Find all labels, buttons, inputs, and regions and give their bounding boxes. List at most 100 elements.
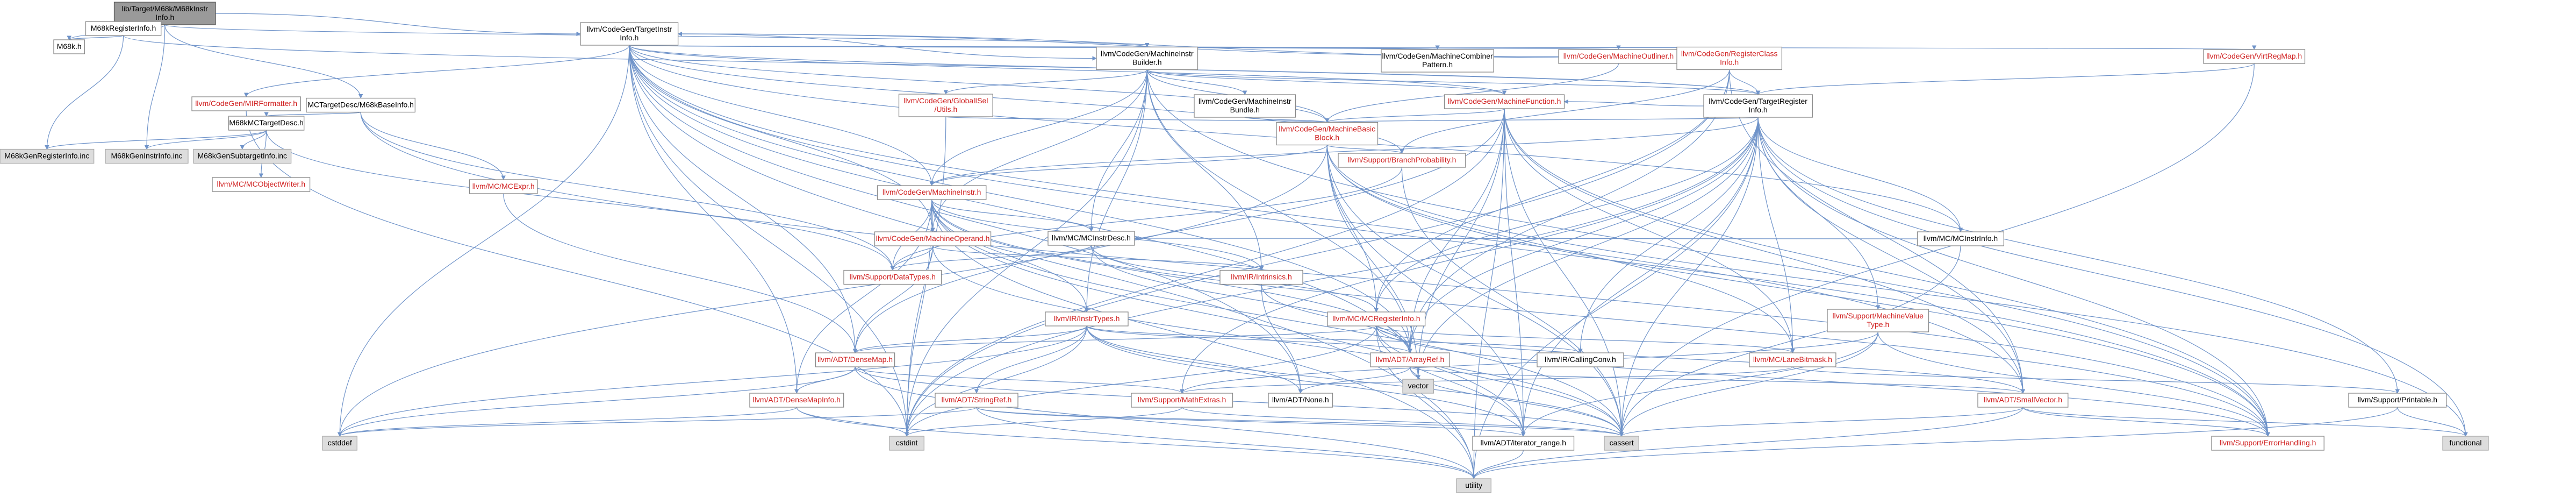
- edge-globalisel-to-mbb: [945, 116, 1329, 123]
- node-label: llvm/CodeGen/GlobalISel: [903, 96, 988, 105]
- graph-node-printable[interactable]: llvm/Support/Printable.h: [2348, 393, 2447, 408]
- edge-densemapinfo-to-cstddef: [338, 407, 797, 437]
- graph-node-intrinsics[interactable]: llvm/IR/Intrinsics.h: [1219, 269, 1303, 285]
- graph-node-mcobjwriter[interactable]: llvm/MC/MCObjectWriter.h: [212, 177, 311, 192]
- node-label: llvm/CodeGen/MachineInstr: [1199, 97, 1291, 105]
- graph-node-arrayref[interactable]: llvm/ADT/ArrayRef.h: [1370, 352, 1450, 367]
- edge-rci-to-smallvector: [1729, 69, 2026, 394]
- node-label: llvm/IR/InstrTypes.h: [1054, 314, 1120, 323]
- node-box: [1676, 46, 1783, 70]
- node-label: M68kGenSubtargetInfo.inc: [198, 152, 288, 160]
- edge-mo-to-intrinsics: [932, 245, 1264, 271]
- node-box: [877, 185, 987, 200]
- edge-rci-to-arrayref: [1408, 69, 1730, 353]
- node-label: MCTargetDesc/M68kBaseInfo.h: [307, 101, 414, 109]
- edge-mirformatter-to-cstdint: [246, 110, 909, 437]
- node-label: llvm/CodeGen/MachineInstr.h: [882, 188, 981, 196]
- edge-tii-to-vrm: [629, 45, 2255, 50]
- graph-node-mirformatter[interactable]: llvm/CodeGen/MIRFormatter.h: [191, 96, 301, 111]
- edge-tri-to-functional: [1757, 117, 2468, 437]
- node-label: M68kRegisterInfo.h: [91, 24, 156, 32]
- graph-node-mctargetdesc[interactable]: M68kMCTargetDesc.h: [228, 116, 305, 131]
- node-label: llvm/CodeGen/MachineOutliner.h: [1563, 52, 1674, 60]
- node-box: [1977, 393, 2069, 408]
- edge-mf-to-lanebitmask: [1504, 108, 1795, 353]
- edge-tii-to-mi: [629, 45, 934, 186]
- edge-tri-to-mathextras: [1180, 117, 1759, 394]
- node-box: [1456, 478, 1491, 493]
- edge-irinstrtypes-to-stringref: [974, 325, 1087, 394]
- edge-mibundle-to-mbb: [1244, 117, 1330, 123]
- graph-node-lanebitmask[interactable]: llvm/MC/LaneBitmask.h: [1749, 352, 1836, 367]
- node-label: Info.h: [1720, 58, 1739, 67]
- graph-node-mf[interactable]: llvm/CodeGen/MachineFunction.h: [1444, 94, 1565, 109]
- graph-node-mathextras[interactable]: llvm/Support/MathExtras.h: [1131, 393, 1233, 408]
- node-label: llvm/CodeGen/MachineFunction.h: [1448, 97, 1561, 105]
- graph-node-densemapinfo[interactable]: llvm/ADT/DenseMapInfo.h: [749, 393, 844, 408]
- graph-node-regh[interactable]: M68kRegisterInfo.h: [85, 21, 162, 36]
- graph-node-irinstrtypes[interactable]: llvm/IR/InstrTypes.h: [1045, 311, 1129, 326]
- edge-mcinstrdesc-to-arrayref: [1090, 245, 1412, 353]
- node-box: [1096, 46, 1199, 70]
- edge-densemapinfo-to-utility: [796, 407, 1476, 479]
- edge-mcbaseinfo-to-datatypes: [360, 112, 895, 271]
- node-label: llvm/ADT/DenseMap.h: [817, 355, 893, 364]
- graph-node-vrm[interactable]: llvm/CodeGen/VirtRegMap.h: [2203, 49, 2306, 64]
- graph-node-mcbaseinfo[interactable]: MCTargetDesc/M68kBaseInfo.h: [306, 97, 415, 113]
- graph-node-bp[interactable]: llvm/Support/BranchProbability.h: [1338, 153, 1466, 168]
- node-box: [1558, 49, 1679, 64]
- graph-node-globalisel[interactable]: llvm/CodeGen/GlobalISel/Utils.h: [898, 94, 993, 117]
- graph-node-errorhandling[interactable]: llvm/Support/ErrorHandling.h: [2211, 436, 2324, 451]
- edge-irinstrtypes-to-cassert: [1086, 325, 1624, 437]
- edge-tri-to-mi: [929, 117, 1759, 186]
- graph-node-mcinstrdesc[interactable]: llvm/MC/MCInstrDesc.h: [1047, 231, 1135, 246]
- edge-lanebitmask-to-mathextras: [1180, 366, 1793, 394]
- edge-arrayref-to-none: [1298, 366, 1411, 394]
- graph-node-densemap[interactable]: llvm/ADT/DenseMap.h: [815, 352, 895, 367]
- edge-mcreginfo-to-cassert: [1376, 325, 1624, 437]
- graph-node-iterrange[interactable]: llvm/ADT/iterator_range.h: [1472, 436, 1575, 451]
- graph-node-stringref[interactable]: llvm/ADT/StringRef.h: [935, 393, 1018, 408]
- graph-node-m68kh[interactable]: M68k.h: [53, 39, 85, 54]
- edge-bp-to-cassert: [1401, 167, 1624, 437]
- graph-node-callingconv[interactable]: llvm/IR/CallingConv.h: [1537, 352, 1624, 367]
- graph-node-none[interactable]: llvm/ADT/None.h: [1268, 393, 1333, 408]
- node-label: Type.h: [1867, 320, 1889, 329]
- graph-node-smallvector[interactable]: llvm/ADT/SmallVector.h: [1977, 393, 2069, 408]
- graph-node-vector: vector: [1402, 379, 1434, 394]
- edge-bp-to-datatypes: [890, 167, 1402, 271]
- graph-node-subtargetinc: M68kGenSubtargetInfo.inc: [193, 148, 292, 164]
- graph-node-mo[interactable]: llvm/CodeGen/MachineOperand.h: [874, 231, 992, 246]
- edge-mbb-to-errorhandling: [1326, 145, 2270, 437]
- graph-node-mcexpr[interactable]: llvm/MC/MCExpr.h: [469, 179, 538, 194]
- edge-mf-to-errorhandling: [1504, 108, 2270, 437]
- graph-node-mcreginfo[interactable]: llvm/MC/MCRegisterInfo.h: [1327, 311, 1426, 326]
- edge-mf-to-arrayref: [1408, 108, 1505, 353]
- graph-node-mcinstrinfo[interactable]: llvm/MC/MCInstrInfo.h: [1917, 231, 2005, 246]
- edge-tri-to-utility: [1471, 117, 1759, 479]
- node-label: llvm/MC/MCRegisterInfo.h: [1332, 314, 1420, 323]
- edge-tri-to-errorhandling: [1757, 117, 2270, 437]
- edge-mcinstrinfo-to-cassert: [1619, 245, 1961, 437]
- edge-mib-to-mo: [930, 69, 1147, 232]
- edge-irinstrtypes-to-cstddef: [338, 325, 1087, 437]
- graph-node-datatypes[interactable]: llvm/Support/DataTypes.h: [843, 269, 942, 285]
- node-box: [191, 96, 301, 111]
- graph-node-functional: functional: [2442, 436, 2489, 451]
- graph-node-moutliner[interactable]: llvm/CodeGen/MachineOutliner.h: [1558, 49, 1679, 64]
- node-box: [2442, 436, 2489, 451]
- graph-node-mi[interactable]: llvm/CodeGen/MachineInstr.h: [877, 185, 987, 200]
- node-label: Builder.h: [1132, 58, 1161, 67]
- node-label: Block.h: [1315, 133, 1339, 142]
- edge-tii-to-mf: [629, 45, 1506, 95]
- graph-node-cstddef: cstddef: [322, 436, 357, 451]
